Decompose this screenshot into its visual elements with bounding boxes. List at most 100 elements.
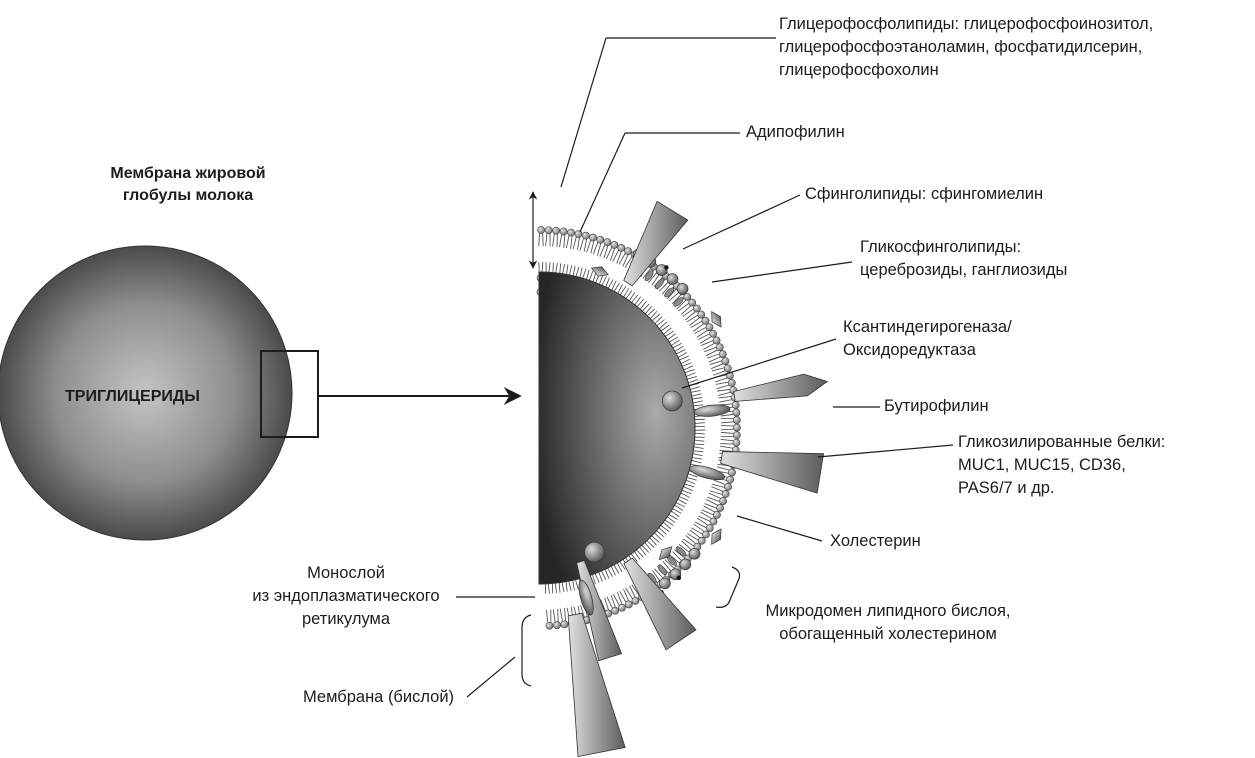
label-cholesterol: Холестерин — [830, 530, 921, 553]
label-microdomain-line2: обогащенный холестерином — [742, 623, 1034, 646]
label-xanthine-line1: Ксантиндегирогеназа/ — [843, 316, 1012, 339]
bilayer-outer-lipid-head — [604, 239, 611, 246]
label-microdomain-line1: Микродомен липидного бислоя, — [742, 600, 1034, 623]
bilayer-outer-lipid-head — [733, 439, 740, 446]
label-glycosphingolipids-line2: цереброзиды, ганглиозиды — [860, 259, 1067, 282]
label-xanthine: Ксантиндегирогеназа/ Оксидоредуктаза — [843, 316, 1012, 362]
bilayer-outer-lipid-head — [561, 621, 568, 628]
bilayer-outer-lipid-head — [546, 622, 553, 629]
label-glycoproteins-line2: MUC1, MUC15, CD36, — [958, 454, 1165, 477]
bilayer-outer-lipid-head — [724, 483, 731, 490]
bilayer-outer-lipid-head — [717, 504, 724, 511]
xanthine-oxidoreductase — [662, 391, 682, 411]
diagram-title: Мембрана жировой глобулы молока — [103, 163, 273, 207]
label-glycosphingolipids: Гликосфинголипиды: цереброзиды, ганглиоз… — [860, 236, 1067, 282]
bilayer-outer-lipid-head — [582, 232, 589, 239]
bilayer-outer-lipid-head — [733, 424, 740, 431]
label-microdomain: Микродомен липидного бислоя, обогащенный… — [742, 600, 1034, 646]
label-glycoproteins: Гликозилированные белки: MUC1, MUC15, CD… — [958, 431, 1165, 500]
callout-glycosphingolipids — [712, 262, 852, 282]
label-glycerophospholipids-line3: глицерофосфохолин — [779, 59, 1153, 82]
bilayer-outer-lipid-head — [612, 607, 619, 614]
triglyceride-core — [539, 272, 695, 584]
callout-glycerophospholipids-leader — [561, 38, 606, 187]
bilayer-outer-lipid-head — [625, 248, 632, 255]
bilayer-outer-lipid-head — [706, 324, 713, 331]
bilayer-outer-lipid-head — [732, 401, 739, 408]
bilayer-outer-lipid-head — [575, 230, 582, 237]
bilayer-outer-lipid-head — [567, 229, 574, 236]
bilayer-outer-lipid-head — [538, 226, 545, 233]
bilayer-outer-lipid-head — [719, 351, 726, 358]
sphingomyelin-head — [667, 274, 678, 285]
label-monolayer-line3: ретикулума — [235, 608, 457, 631]
label-monolayer-line1: Монослой — [235, 562, 457, 585]
callout-cholesterol — [737, 516, 822, 541]
bilayer-outer-lipid-head — [632, 597, 639, 604]
bilayer-outer-lipid-head — [590, 234, 597, 241]
bilayer-outer-lipid-head — [724, 365, 731, 372]
label-glycoproteins-line1: Гликозилированные белки: — [958, 431, 1165, 454]
butyrophilin-protein — [734, 374, 828, 401]
callout-sphingolipids — [683, 195, 800, 249]
core-label: ТРИГЛИЦЕРИДЫ — [65, 385, 200, 408]
bilayer-outer-lipid-head — [611, 241, 618, 248]
bilayer-outer-lipid-head — [684, 293, 691, 300]
label-glycerophospholipids: Глицерофосфолипиды: глицерофосфоинозитол… — [779, 13, 1153, 82]
glycoprotein-blade — [624, 201, 688, 285]
sphingomyelin-head — [659, 578, 670, 589]
bilayer-outer-lipid-head — [553, 227, 560, 234]
label-xanthine-line2: Оксидоредуктаза — [843, 339, 1012, 362]
label-glycerophospholipids-line1: Глицерофосфолипиды: глицерофосфоинозитол… — [779, 13, 1153, 36]
bilayer-outer-lipid-head — [693, 305, 700, 312]
bilayer-outer-lipid-head — [702, 317, 709, 324]
label-butyrophilin: Бутирофилин — [884, 395, 989, 418]
diagram-title-line1: Мембрана жировой — [103, 163, 273, 185]
label-glycosphingolipids-line1: Гликосфинголипиды: — [860, 236, 1067, 259]
bilayer-outer-lipid-head — [706, 524, 713, 531]
label-sphingolipids: Сфинголипиды: сфингомиелин — [805, 183, 1043, 206]
microdomain-brace — [716, 567, 740, 607]
bilayer-outer-lipid-head — [710, 330, 717, 337]
bilayer-outer-lipid-head — [728, 379, 735, 386]
bilayer-brace — [522, 615, 531, 686]
bilayer-outer-lipid-head — [728, 469, 735, 476]
bilayer-outer-lipid-head — [713, 337, 720, 344]
bilayer-outer-lipid-head — [545, 227, 552, 234]
bilayer-outer-lipid-head — [597, 236, 604, 243]
sphingomyelin-head — [689, 548, 700, 559]
bilayer-outer-lipid-head — [733, 409, 740, 416]
bilayer-outer-lipid-head — [733, 432, 740, 439]
bilayer-outer-lipid-head — [618, 604, 625, 611]
bilayer-outer-lipid-head — [716, 344, 723, 351]
callout-lines — [456, 38, 953, 697]
label-monolayer: Монослой из эндоплазматического ретикулу… — [235, 562, 457, 631]
glycoprotein-blade — [721, 452, 824, 494]
label-bilayer: Мембрана (бислой) — [303, 686, 454, 709]
label-glycerophospholipids-line2: глицерофосфоэтаноламин, фосфатидилсерин, — [779, 36, 1153, 59]
bilayer-outer-lipid-head — [560, 228, 567, 235]
diagram-title-line2: глобулы молока — [103, 185, 273, 207]
bilayer-outer-lipid-head — [702, 531, 709, 538]
sphingomyelin-head — [680, 559, 691, 570]
callout-glycoproteins — [818, 445, 953, 457]
callout-bilayer — [467, 657, 515, 697]
bilayer-outer-lipid-head — [713, 511, 720, 518]
xanthine-oxidoreductase — [585, 542, 605, 562]
bilayer-outer-lipid-head — [698, 537, 705, 544]
bilayer-outer-lipid-head — [625, 601, 632, 608]
bilayer-outer-lipid-head — [618, 244, 625, 251]
bilayer-outer-lipid-head — [733, 416, 740, 423]
ganglioside-marker — [677, 576, 681, 580]
bilayer-outer-lipid-head — [722, 358, 729, 365]
label-glycoproteins-line3: PAS6/7 и др. — [958, 477, 1165, 500]
label-monolayer-line2: из эндоплазматического — [235, 585, 457, 608]
bilayer-outer-lipid-head — [710, 518, 717, 525]
bilayer-outer-lipid-head — [722, 490, 729, 497]
bilayer-outer-lipid-head — [553, 622, 560, 629]
label-adipophilin: Адипофилин — [746, 121, 845, 144]
callout-adipophilin-leader — [580, 133, 625, 232]
bilayer-outer-lipid-head — [698, 311, 705, 318]
bilayer-outer-lipid-head — [727, 476, 734, 483]
